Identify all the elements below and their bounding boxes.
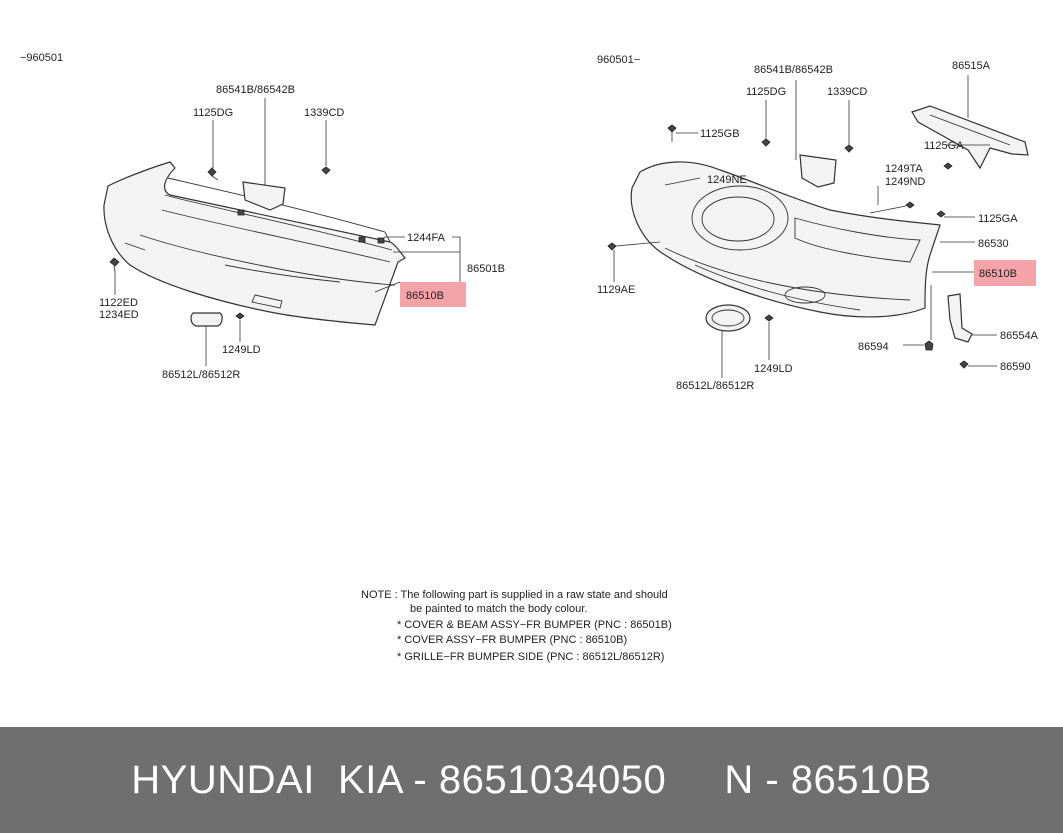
left-label-fastener: 1244FA [407, 232, 446, 244]
right-label-bracket: 86541B/86542B [754, 64, 833, 76]
left-label-bracket: 86541B/86542B [216, 84, 295, 96]
note-block: NOTE : The following part is supplied in… [361, 589, 672, 663]
part-number-banner: HYUNDAI KIA - 8651034050 N - 86510B [0, 727, 1063, 833]
left-period-label: −960501 [20, 52, 63, 64]
left-label-assembly: 86501B [467, 263, 505, 275]
note-line-5: * GRILLE−FR BUMPER SIDE (PNC : 86512L/86… [397, 651, 664, 663]
right-label-bolt-a: 1125DG [746, 86, 786, 98]
right-label-bolt-ae: 1129AE [597, 284, 635, 296]
note-line-2: be painted to match the body colour. [410, 603, 587, 615]
left-highlight-box [400, 282, 466, 307]
right-period-label: 960501− [597, 54, 640, 66]
parts-diagram: −960501 86541B/86542B 1125DG 1339CD 1244… [20, 52, 1039, 663]
left-label-screw-a: 1122ED [99, 297, 138, 309]
right-label-bolt-b: 1339CD [827, 86, 867, 98]
right-label-absorber: 86530 [978, 238, 1009, 250]
left-label-grille: 86512L/86512R [162, 369, 240, 381]
right-label-grille: 86512L/86512R [676, 380, 754, 392]
left-label-bolt-b: 1339CD [304, 107, 344, 119]
note-line-1: NOTE : The following part is supplied in… [361, 589, 668, 601]
right-label-beam: 86515A [952, 60, 991, 72]
left-bumper-drawing [103, 98, 461, 366]
right-label-bolt-nd: 1249ND [885, 176, 925, 188]
right-label-cover: 86510B [979, 268, 1017, 280]
left-label-bolt-a: 1125DG [193, 107, 233, 119]
right-label-bolt-ta: 1249TA [885, 163, 923, 175]
note-line-4: * COVER ASSY−FR BUMPER (PNC : 86510B) [397, 634, 627, 646]
right-highlight-box [974, 260, 1036, 286]
left-label-bolt-c: 1249LD [222, 344, 261, 356]
right-label-bolt-ld: 1249LD [754, 363, 793, 375]
right-label-nut: 86590 [1000, 361, 1031, 373]
right-label-bolt-ga-top: 1125GA [924, 140, 964, 152]
right-label-bolt-ne: 1249NE [707, 174, 747, 186]
note-line-3: * COVER & BEAM ASSY−FR BUMPER (PNC : 865… [397, 619, 672, 631]
right-bumper-drawing [607, 75, 1029, 378]
right-label-bolt-ga: 1125GA [978, 213, 1018, 225]
right-label-bolt-gb: 1125GB [700, 128, 740, 140]
left-label-screw-b: 1234ED [99, 309, 139, 321]
left-label-cover: 86510B [406, 290, 444, 302]
part-number-text: HYUNDAI KIA - 8651034050 N - 86510B [131, 757, 932, 802]
right-label-clip: 86594 [858, 341, 889, 353]
right-label-bracket-side: 86554A [1000, 330, 1039, 342]
